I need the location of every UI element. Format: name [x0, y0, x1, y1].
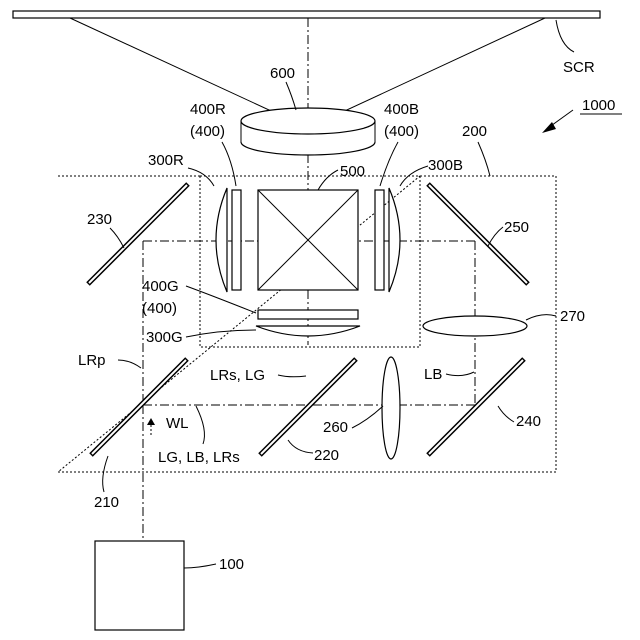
label-lrs-lg: LRs, LG	[210, 367, 265, 384]
label-400r: 400R	[190, 101, 226, 118]
light-source-100	[95, 541, 184, 630]
projection-lens-600	[241, 108, 375, 155]
label-600: 600	[270, 65, 295, 82]
label-400b: 400B	[384, 101, 419, 118]
lens-270	[423, 316, 527, 336]
label-260: 260	[323, 419, 348, 436]
label-lb: LB	[424, 366, 442, 383]
label-270: 270	[560, 308, 585, 325]
label-210: 210	[94, 494, 119, 511]
label-300b: 300B	[428, 157, 463, 174]
lens-300b	[389, 188, 400, 292]
label-250: 250	[504, 219, 529, 236]
cross-prism-500	[258, 190, 358, 290]
label-300r: 300R	[148, 152, 184, 169]
label-scr: SCR	[563, 59, 595, 76]
arrow-wl-icon	[147, 418, 155, 425]
label-lg-lb-lrs: LG, LB, LRs	[158, 449, 240, 466]
light-valve-400r	[232, 190, 241, 290]
screen-scr	[13, 11, 600, 18]
label-230: 230	[87, 211, 112, 228]
light-valve-400g	[258, 310, 358, 319]
light-valve-400b	[375, 190, 384, 290]
label-500: 500	[340, 163, 365, 180]
label-system-1000: 1000	[582, 97, 615, 114]
label-400b-sub: (400)	[384, 123, 419, 140]
label-200: 200	[462, 123, 487, 140]
label-100: 100	[219, 556, 244, 573]
lens-300r	[216, 188, 227, 292]
label-400r-sub: (400)	[190, 123, 225, 140]
label-wl: WL	[166, 415, 189, 432]
label-220: 220	[314, 447, 339, 464]
label-300g: 300G	[146, 329, 183, 346]
label-400g-sub: (400)	[142, 300, 177, 317]
label-400g: 400G	[142, 278, 179, 295]
lens-260	[382, 357, 400, 459]
label-lrp: LRp	[78, 352, 106, 369]
lens-300g	[256, 326, 360, 336]
label-240: 240	[516, 413, 541, 430]
